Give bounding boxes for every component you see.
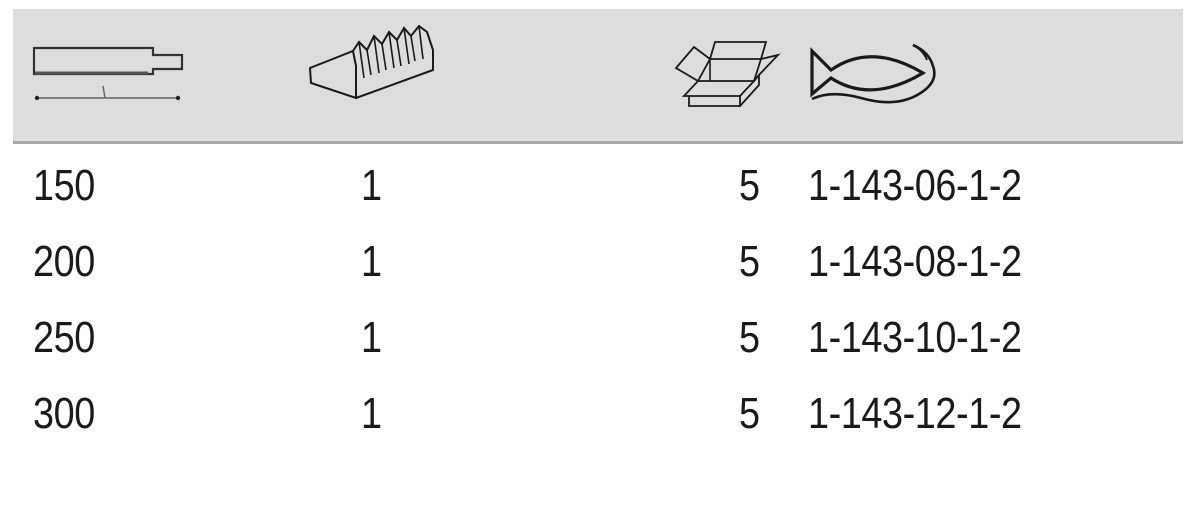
pack-cell: 5 (739, 237, 760, 286)
pack-cell: 5 (739, 161, 760, 210)
table-row: 300 1 5 1-143-12-1-2 (0, 389, 1191, 449)
code-cell: 1-143-06-1-2 (808, 161, 1022, 210)
qty-cell: 1 (361, 237, 382, 286)
length-cell: 300 (33, 389, 95, 438)
rasp-cut-icon (308, 24, 439, 126)
table-row: 200 1 5 1-143-08-1-2 (0, 237, 1191, 297)
length-cell: 250 (33, 313, 95, 362)
qty-cell: 1 (361, 389, 382, 438)
code-cell: 1-143-08-1-2 (808, 237, 1022, 286)
table-header (13, 9, 1183, 144)
qty-cell: 1 (361, 313, 382, 362)
qty-cell: 1 (361, 161, 382, 210)
table-row: 250 1 5 1-143-10-1-2 (0, 313, 1191, 373)
code-cell: 1-143-12-1-2 (808, 389, 1022, 438)
pack-cell: 5 (739, 313, 760, 362)
code-cell: 1-143-10-1-2 (808, 313, 1022, 362)
fish-logo-icon (801, 42, 941, 106)
pack-cell: 5 (739, 389, 760, 438)
length-cell: 200 (33, 237, 95, 286)
open-box-icon (672, 40, 784, 110)
table-row: 150 1 5 1-143-06-1-2 (0, 161, 1191, 221)
file-length-icon (32, 46, 185, 106)
length-cell: 150 (33, 161, 95, 210)
